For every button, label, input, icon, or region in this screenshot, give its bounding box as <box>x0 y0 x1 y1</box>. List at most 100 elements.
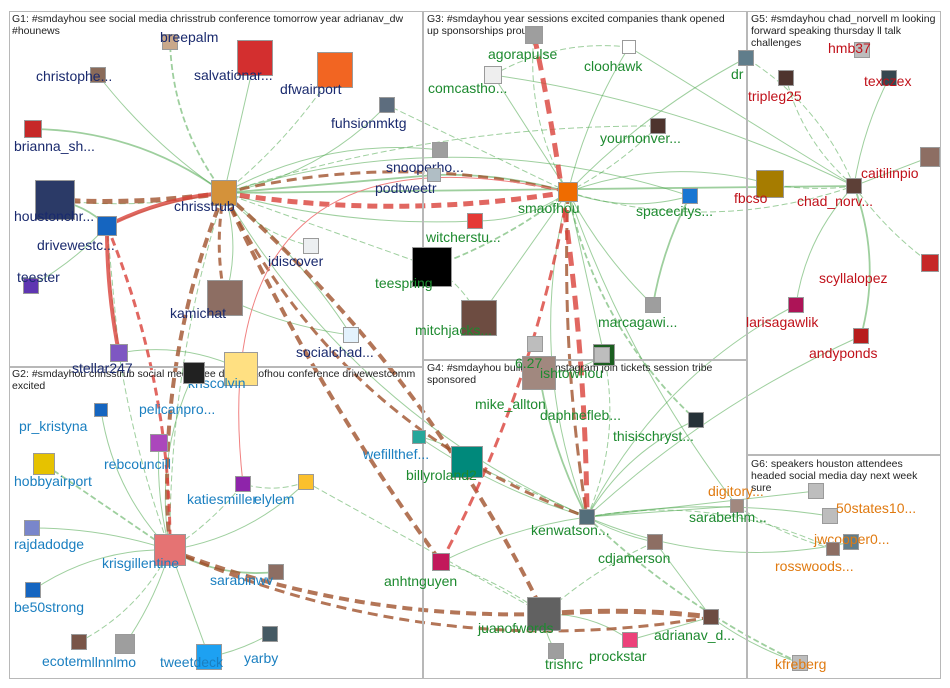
node-label: trishrc <box>545 656 584 672</box>
avatar-glyph <box>433 143 447 157</box>
edge-heavy <box>169 548 545 617</box>
edge-link <box>223 192 476 223</box>
profile-photo-icon <box>688 412 704 428</box>
profile-photo-icon <box>594 347 610 363</box>
edge-link <box>567 171 771 193</box>
profile-photo-icon <box>451 446 483 478</box>
group-label-g1: G1: #smdayhou see social media chrisstru… <box>12 13 404 37</box>
node-label: prockstar <box>589 648 647 664</box>
profile-photo-icon <box>150 434 168 452</box>
profile-photo-icon <box>154 534 186 566</box>
profile-photo-icon <box>235 476 251 492</box>
avatar-glyph <box>854 329 868 343</box>
avatar-glyph <box>789 298 803 312</box>
sc-logo-icon <box>682 188 698 204</box>
edge-link <box>652 195 691 306</box>
profile-photo-icon <box>788 297 804 313</box>
edge-link <box>628 46 855 187</box>
node-label: stellar247 <box>72 360 133 376</box>
node-label: hmb37 <box>828 40 871 56</box>
node-label: 6.27 <box>515 355 543 371</box>
avatar-glyph <box>116 635 134 653</box>
edge-link <box>586 490 817 518</box>
be50-logo-icon <box>25 582 41 598</box>
edge-link <box>305 481 545 615</box>
edge-link <box>32 128 225 194</box>
node-label: chad_norv... <box>797 193 874 209</box>
avatar-glyph <box>111 345 127 361</box>
node-label: cdjamerson <box>598 550 671 566</box>
edge-link <box>586 516 852 553</box>
node-label: christophe... <box>36 68 113 84</box>
edge-link <box>169 192 225 551</box>
node-label: podtweetr <box>375 180 437 196</box>
node-label: elylem <box>254 491 295 507</box>
avatar-glyph <box>623 41 635 53</box>
avatar-glyph <box>184 363 204 383</box>
avatar-glyph <box>809 484 823 498</box>
avatar-glyph <box>304 239 318 253</box>
edge-link <box>169 41 225 194</box>
node-label: teespring <box>375 275 433 291</box>
profile-photo-icon <box>343 327 359 343</box>
group-label-g2: G2: #smdayhou chrisstrub social media se… <box>12 368 416 392</box>
node-label: digitory... <box>708 483 764 499</box>
avatar-glyph <box>623 633 637 647</box>
edge-heavy <box>105 225 172 551</box>
group-panel-g3 <box>423 11 747 360</box>
node-label: spacecitys... <box>636 203 714 219</box>
node-label: scyllalopez <box>819 270 888 286</box>
node-label: adrianav_d... <box>654 627 735 643</box>
node-label: yarby <box>244 650 279 666</box>
avatar-glyph <box>528 337 542 351</box>
node-label: teester <box>17 269 60 285</box>
node-label: tweetdeck <box>160 654 224 670</box>
edge <box>238 176 569 485</box>
group-label-g5: G5: #smdayhou chad_norvell m looking for… <box>751 13 936 49</box>
profile-photo-icon <box>822 508 838 524</box>
profile-photo-icon <box>808 483 824 499</box>
edge-heavy <box>169 548 712 633</box>
profile-photo-icon <box>484 66 502 84</box>
group-panel-g1 <box>9 11 423 367</box>
edge-link <box>567 191 654 306</box>
node-label: dfwairport <box>280 81 342 97</box>
node-label: tripleg25 <box>748 88 802 104</box>
node-label: chrisstrub <box>174 198 235 214</box>
profile-photo-icon <box>97 216 117 236</box>
profile-photo-icon <box>647 534 663 550</box>
node-label: rebcouncill <box>104 456 171 472</box>
node-label: be50strong <box>14 599 85 615</box>
profile-photo-icon <box>183 362 205 384</box>
hobby-airport-logo-icon <box>33 453 55 475</box>
profile-photo-icon <box>110 344 128 362</box>
profile-photo-icon <box>778 70 794 86</box>
profile-photo-icon <box>427 168 441 182</box>
profile-photo-icon <box>268 564 284 580</box>
avatar-glyph <box>25 521 39 535</box>
profile-photo-icon <box>24 520 40 536</box>
node-label: agorapulse <box>488 46 558 62</box>
edge-link <box>223 192 433 268</box>
node-label: ishtowhou <box>540 365 604 381</box>
node-label: marcagawi... <box>598 314 678 330</box>
avatar-glyph <box>823 509 837 523</box>
profile-photo-icon <box>207 280 243 316</box>
edge-link <box>795 185 855 306</box>
avatar-glyph <box>922 255 938 271</box>
profile-photo-icon <box>843 534 859 550</box>
edge-link <box>586 419 697 518</box>
avatar-glyph <box>433 554 449 570</box>
edge-heavy <box>531 34 590 518</box>
node-label: andyponds <box>809 345 878 361</box>
node-label: breepalm <box>160 29 219 45</box>
edge-heavy <box>104 225 121 354</box>
edge-heavy <box>165 192 226 551</box>
edge-link <box>492 74 569 193</box>
houston-chronicle-logo-icon <box>35 180 75 220</box>
profile-photo-icon <box>525 26 543 44</box>
node-label: daphnefleb... <box>540 407 621 423</box>
profile-photo-icon <box>792 655 808 671</box>
